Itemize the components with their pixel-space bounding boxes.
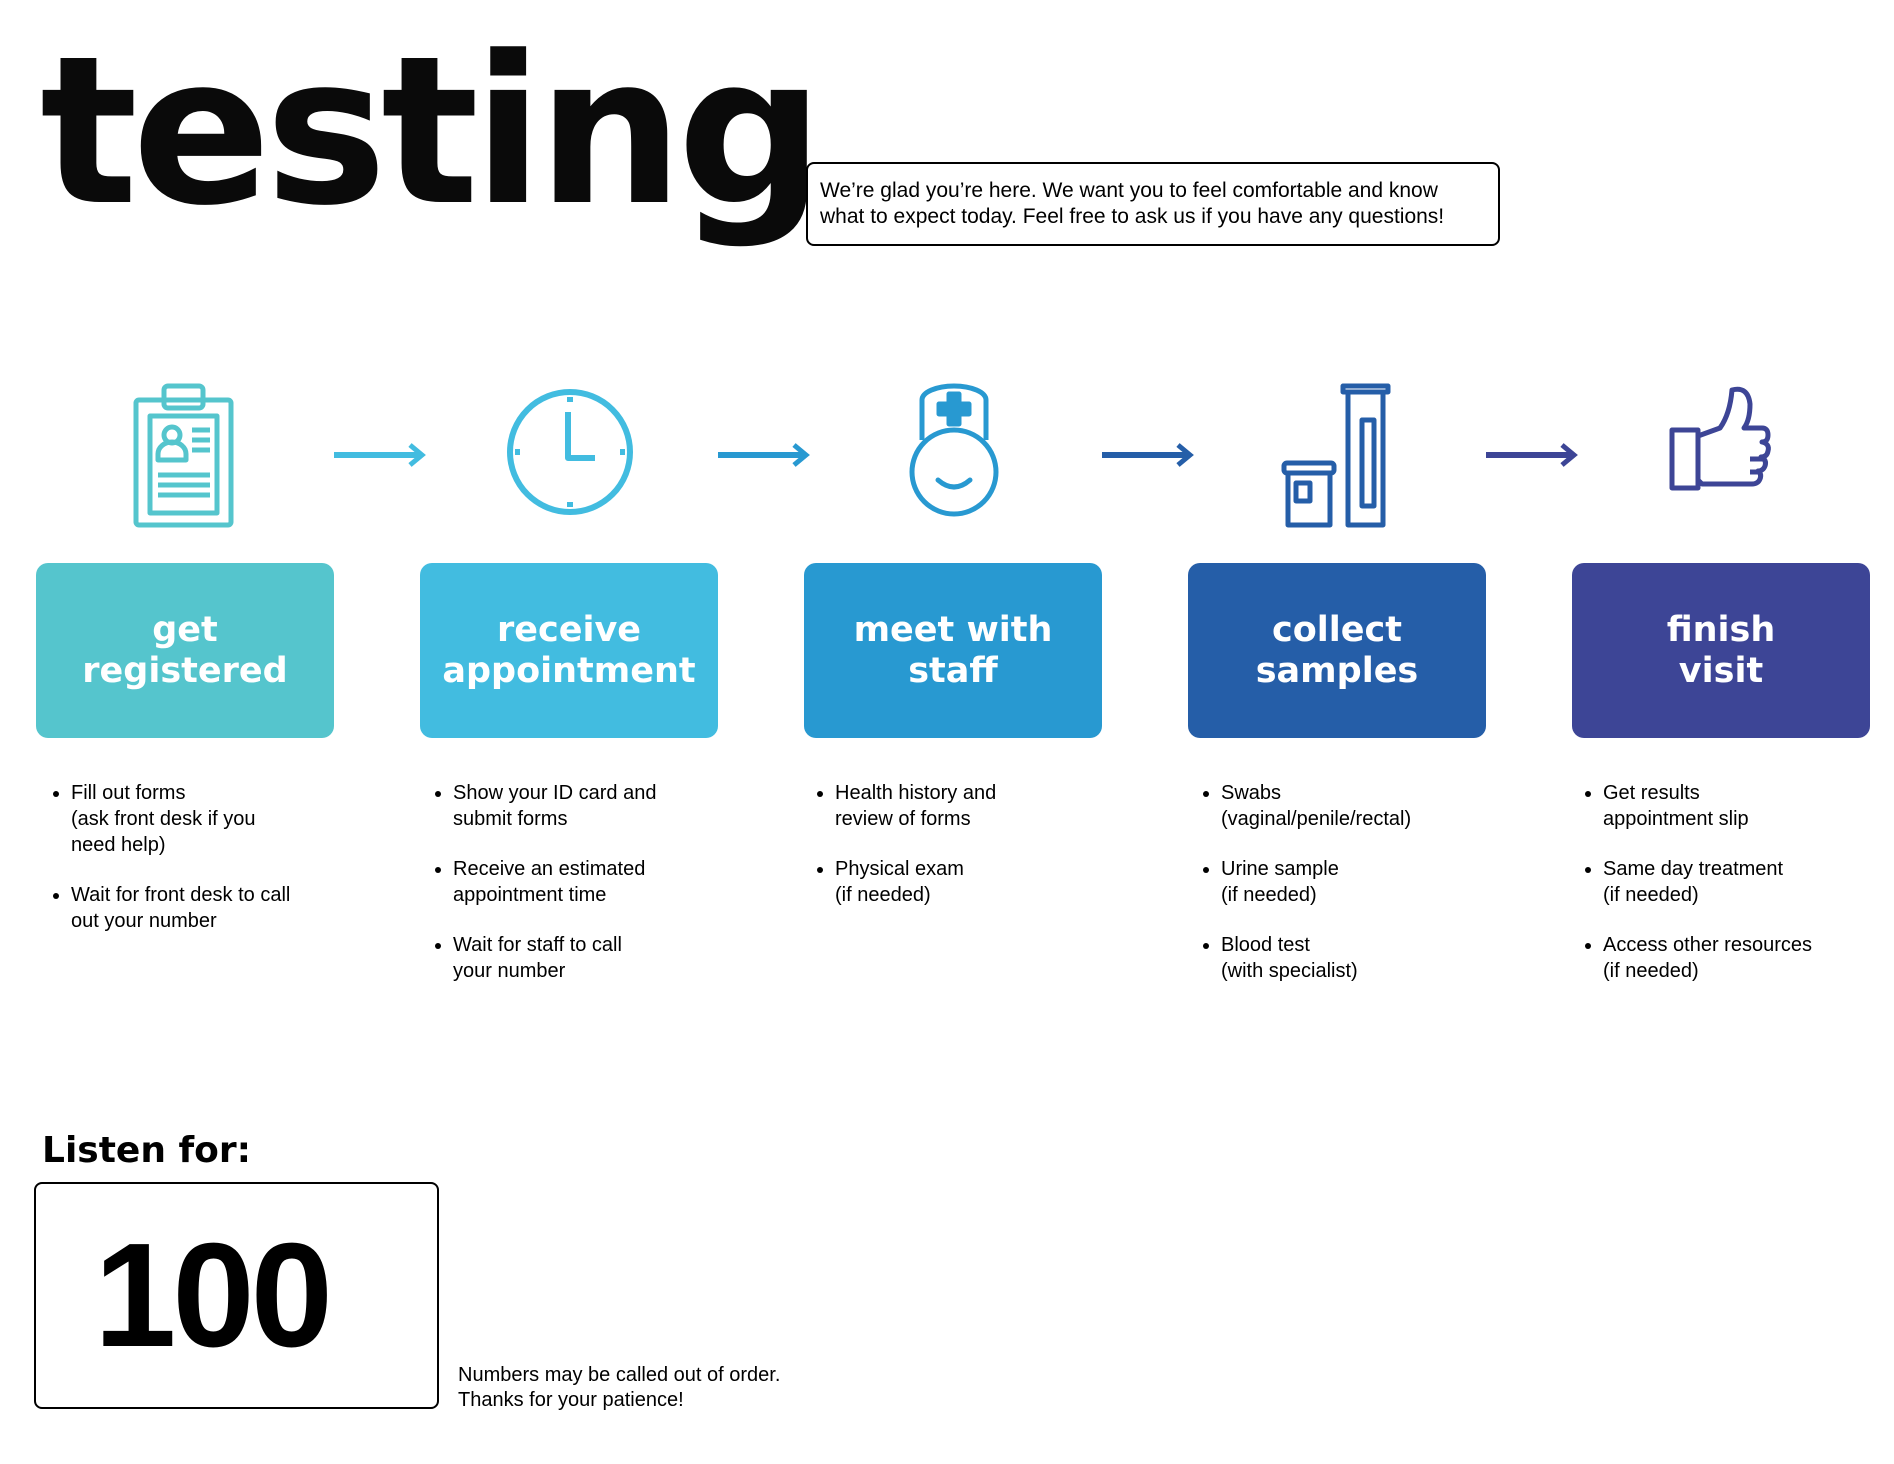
list-item: Get results appointment slip bbox=[1603, 780, 1893, 832]
list-item: Physical exam (if needed) bbox=[835, 856, 1125, 908]
step-details-list: Swabs (vaginal/penile/rectal) Urine samp… bbox=[1186, 780, 1511, 1008]
list-item: Fill out forms (ask front desk if you ne… bbox=[71, 780, 361, 858]
step-finish-visit: finish visit bbox=[1572, 563, 1870, 738]
step-get-registered: get registered bbox=[36, 563, 334, 738]
step-meet-with-staff: meet with staff bbox=[804, 563, 1102, 738]
step-label: collect samples bbox=[1255, 609, 1419, 691]
list-item: Show your ID card and submit forms bbox=[453, 780, 743, 832]
sample-containers-icon bbox=[1281, 383, 1391, 528]
nurse-icon bbox=[909, 383, 999, 517]
intro-message: We’re glad you’re here. We want you to f… bbox=[806, 162, 1500, 246]
page-title: testing bbox=[40, 13, 824, 251]
step-details-list: Fill out forms (ask front desk if you ne… bbox=[36, 780, 361, 958]
clipboard-icon bbox=[133, 383, 234, 528]
list-item: Swabs (vaginal/penile/rectal) bbox=[1221, 780, 1511, 832]
step-details-list: Get results appointment slip Same day tr… bbox=[1568, 780, 1893, 1008]
arrow-right-icon bbox=[1102, 443, 1194, 467]
arrow-right-icon bbox=[718, 443, 810, 467]
list-item: Urine sample (if needed) bbox=[1221, 856, 1511, 908]
step-label: meet with staff bbox=[853, 609, 1053, 691]
list-item: Same day treatment (if needed) bbox=[1603, 856, 1893, 908]
step-label: get registered bbox=[82, 609, 288, 691]
list-item: Wait for front desk to call out your num… bbox=[71, 882, 361, 934]
arrow-right-icon bbox=[334, 443, 426, 467]
step-details-list: Health history and review of forms Physi… bbox=[800, 780, 1125, 932]
step-receive-appointment: receive appointment bbox=[420, 563, 718, 738]
list-item: Access other resources (if needed) bbox=[1603, 932, 1893, 984]
step-label: finish visit bbox=[1666, 609, 1776, 691]
order-note: Numbers may be called out of order. Than… bbox=[458, 1364, 781, 1411]
list-item: Blood test (with specialist) bbox=[1221, 932, 1511, 984]
step-label: receive appointment bbox=[442, 609, 696, 691]
step-details-list: Show your ID card and submit forms Recei… bbox=[418, 780, 743, 1008]
arrow-right-icon bbox=[1486, 443, 1578, 467]
step-collect-samples: collect samples bbox=[1188, 563, 1486, 738]
list-item: Health history and review of forms bbox=[835, 780, 1125, 832]
number-display: 100 bbox=[34, 1182, 439, 1409]
thumbs-up-icon bbox=[1669, 386, 1771, 491]
listen-label: Listen for: bbox=[42, 1130, 252, 1171]
clock-icon bbox=[507, 389, 633, 515]
list-item: Wait for staff to call your number bbox=[453, 932, 743, 984]
called-number: 100 bbox=[94, 1212, 333, 1378]
list-item: Receive an estimated appointment time bbox=[453, 856, 743, 908]
